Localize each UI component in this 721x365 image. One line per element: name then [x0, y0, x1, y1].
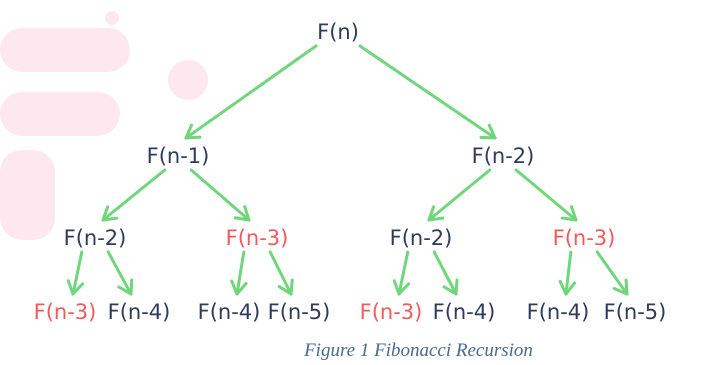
node-call: F(n-1): [146, 144, 210, 168]
edge-arrow: [230, 250, 248, 296]
node-call: F(n-4): [432, 300, 496, 324]
edge-arrow: [189, 168, 251, 222]
edge-arrow: [392, 250, 411, 296]
watermark-shape: [0, 28, 130, 72]
edge-arrow: [66, 250, 85, 296]
edge-arrow: [595, 250, 629, 296]
node-call: F(n): [317, 20, 359, 44]
edge-arrow: [514, 168, 578, 222]
background-watermark: [0, 11, 208, 240]
edge-arrow: [106, 250, 134, 296]
edges: [66, 44, 629, 296]
caption-text: Figure 1 Fibonacci Recursion: [304, 340, 533, 361]
watermark-shape: [0, 92, 120, 136]
node-repeated-call: F(n-3): [225, 226, 289, 250]
edge-arrow: [427, 168, 492, 222]
node-call: F(n-4): [107, 300, 171, 324]
node-call: F(n-2): [471, 144, 535, 168]
edge-arrow: [432, 250, 459, 296]
node-call: F(n-4): [526, 300, 590, 324]
node-call: F(n-5): [603, 300, 667, 324]
edge-arrow: [101, 168, 167, 222]
watermark-shape: [105, 11, 119, 25]
node-call: F(n-5): [267, 300, 331, 324]
watermark-shape: [168, 60, 208, 100]
node-call: F(n-4): [197, 300, 261, 324]
node-call: F(n-2): [63, 226, 127, 250]
node-repeated-call: F(n-3): [359, 300, 423, 324]
edge-arrow: [268, 250, 294, 296]
node-repeated-call: F(n-3): [33, 300, 97, 324]
edge-arrow: [358, 44, 497, 140]
watermark-shape: [0, 150, 55, 240]
edge-arrow: [558, 250, 577, 296]
figure-caption: Figure 1 Fibonacci Recursion: [0, 340, 721, 362]
node-call: F(n-2): [389, 226, 453, 250]
node-repeated-call: F(n-3): [552, 226, 616, 250]
edge-arrow: [184, 44, 318, 140]
